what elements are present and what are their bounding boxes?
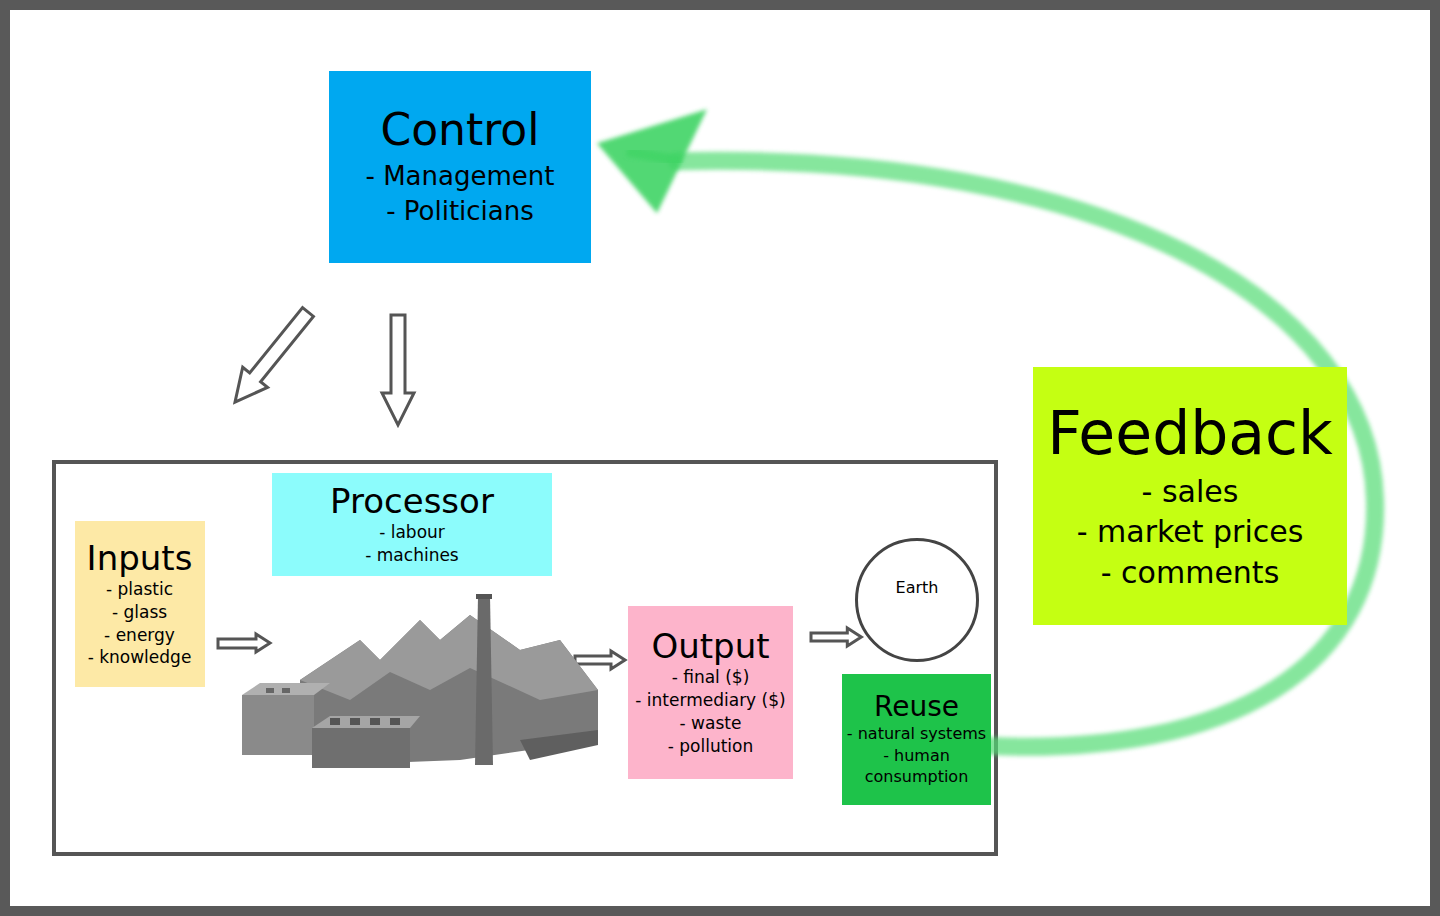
list-item: - waste [635,712,785,735]
list-item: - energy [88,624,192,647]
list-item: - Politicians [366,194,555,229]
box-title: Processor [330,482,494,521]
list-item: - knowledge [88,646,192,669]
connector [811,628,861,646]
control-box: Control- Management - Politicians [329,71,591,263]
list-item: - market prices [1077,512,1304,553]
box-title: Feedback [1047,399,1333,468]
box-list: - natural systems - human consumption [846,723,987,788]
list-item: - sales [1077,472,1304,513]
control-arrow [382,315,414,425]
factory-illustration [242,594,598,768]
box-title: Earth [896,579,939,597]
box-list: - Management - Politicians [366,159,555,229]
flow-arrow [575,651,625,669]
control-arrow [223,302,321,412]
connector [597,109,1375,747]
reuse-box: Reuse- natural systems - human consumpti… [842,674,991,805]
earth-circle: Earth [855,538,979,662]
box-title: Control [380,105,539,156]
inputs-box: Inputs- plastic - glass - energy - knowl… [75,521,205,687]
list-item: - glass [88,601,192,624]
box-list: - labour - machines [365,521,458,567]
list-item: - human consumption [846,745,987,788]
processor-box: Processor- labour - machines [272,473,552,576]
box-list: - sales - market prices - comments [1077,472,1304,594]
box-title: Output [651,627,769,666]
list-item: - plastic [88,578,192,601]
output-box: Output- final ($) - intermediary ($) - w… [628,606,793,779]
list-item: - Management [366,159,555,194]
box-title: Reuse [874,691,959,723]
list-item: - intermediary ($) [635,689,785,712]
flow-arrow [218,634,270,652]
list-item: - natural systems [846,723,987,745]
box-list: - final ($) - intermediary ($) - waste -… [635,666,785,758]
list-item: - machines [365,544,458,567]
list-item: - final ($) [635,666,785,689]
list-item: - comments [1077,553,1304,594]
list-item: - pollution [635,735,785,758]
list-item: - labour [365,521,458,544]
box-list: - plastic - glass - energy - knowledge [88,578,192,670]
feedback-box: Feedback- sales - market prices - commen… [1033,367,1347,625]
box-title: Inputs [87,539,193,578]
